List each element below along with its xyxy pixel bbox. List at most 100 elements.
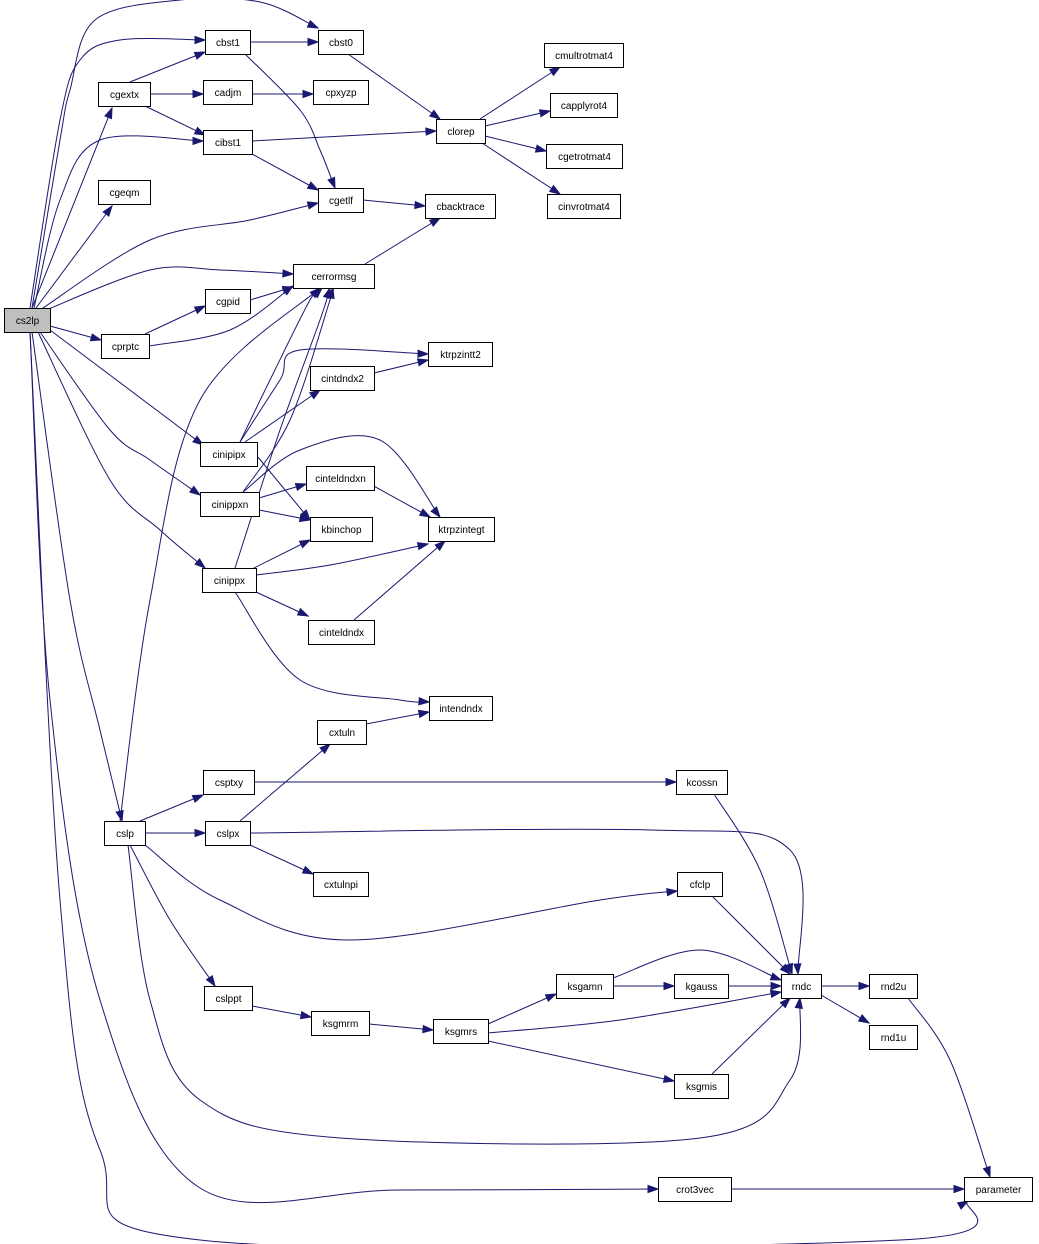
node-clorep[interactable]: clorep xyxy=(436,119,486,144)
node-cinvrotmat4[interactable]: cinvrotmat4 xyxy=(547,194,621,219)
edge-cs2lp-to-cinippxn xyxy=(39,331,202,496)
edge-line xyxy=(244,389,321,443)
node-cxtuln[interactable]: cxtuln xyxy=(317,720,367,745)
node-cgpid[interactable]: cgpid xyxy=(205,289,251,314)
edge-kgauss-to-rndc xyxy=(728,981,783,991)
arrowhead xyxy=(416,358,430,367)
node-kbinchop[interactable]: kbinchop xyxy=(310,517,373,542)
arrowhead xyxy=(538,109,552,118)
node-box xyxy=(308,620,375,645)
arrowhead xyxy=(956,1200,970,1210)
node-csptxy[interactable]: csptxy xyxy=(203,770,255,795)
edge-line xyxy=(249,828,804,975)
arrowhead xyxy=(857,1014,871,1024)
node-cgextx[interactable]: cgextx xyxy=(98,82,151,107)
node-cbacktrace[interactable]: cbacktrace xyxy=(425,194,496,219)
edge-cfclp-to-rndc xyxy=(711,895,792,976)
node-box xyxy=(433,1019,489,1044)
nodes-layer: cs2lp cbst1 cbst0 cgextx cadjm cpxyzp cibst1 cl… xyxy=(4,30,1033,1202)
node-rnd1u[interactable]: rnd1u xyxy=(869,1025,918,1050)
node-cinippx[interactable]: cinippx xyxy=(202,568,257,593)
node-label: cpxyzp xyxy=(325,88,357,99)
edge-cs2lp-to-cprptc xyxy=(49,325,103,342)
node-box xyxy=(677,872,723,897)
arrowhead xyxy=(192,136,205,146)
node-label: cibst1 xyxy=(215,138,242,149)
node-cgeqm[interactable]: cgeqm xyxy=(98,180,151,205)
arrowhead xyxy=(665,777,678,787)
edge-line xyxy=(239,743,331,822)
edge-cslp-to-cslpx xyxy=(145,828,207,838)
node-cintdndx2[interactable]: cintdndx2 xyxy=(310,366,375,391)
arrowhead xyxy=(982,1165,991,1179)
node-cerrormsg[interactable]: cerrormsg xyxy=(293,264,375,289)
node-label: intendndx xyxy=(439,704,482,715)
node-ktrpzintt2[interactable]: ktrpzintt2 xyxy=(428,342,493,367)
node-box xyxy=(658,1177,732,1202)
node-ksgmrs[interactable]: ksgmrs xyxy=(433,1019,489,1044)
edge-ksgmrs-to-ksgmis xyxy=(487,1040,676,1083)
edge-csptxy-to-kcossn xyxy=(254,777,678,787)
node-cslp[interactable]: cslp xyxy=(104,821,146,846)
node-box xyxy=(781,974,822,999)
node-cpxyzp[interactable]: cpxyzp xyxy=(313,80,369,105)
node-cprptc[interactable]: cprptc xyxy=(101,334,150,359)
node-ksgmrm[interactable]: ksgmrm xyxy=(311,1011,370,1036)
edge-cadjm-to-cpxyzp xyxy=(252,89,315,99)
edge-cintdndx2-to-ktrpzintt2 xyxy=(373,358,430,374)
edge-line xyxy=(31,0,319,309)
edge-cinipipx-to-cintdndx2 xyxy=(244,389,322,443)
edge-ksgmrm-to-ksgmrs xyxy=(368,1023,435,1034)
arrowhead xyxy=(858,981,871,991)
node-cmultrotmat4[interactable]: cmultrotmat4 xyxy=(544,43,624,68)
node-cfclp[interactable]: cfclp xyxy=(677,872,723,897)
node-kgauss[interactable]: kgauss xyxy=(674,974,729,999)
node-label: cbacktrace xyxy=(436,202,485,213)
arrowhead xyxy=(306,181,320,191)
node-cgetrotmat4[interactable]: cgetrotmat4 xyxy=(546,144,623,169)
node-capplyrot4[interactable]: capplyrot4 xyxy=(550,93,618,118)
node-ksgamn[interactable]: ksgamn xyxy=(556,974,614,999)
node-cbst0[interactable]: cbst0 xyxy=(318,30,364,55)
edge-rnd2u-to-parameter xyxy=(907,997,991,1179)
node-cgetlf[interactable]: cgetlf xyxy=(318,188,364,213)
edge-cxtuln-to-intendndx xyxy=(365,709,431,725)
node-label: cxtulnpi xyxy=(324,880,358,891)
node-rndc[interactable]: rndc xyxy=(781,974,822,999)
node-box xyxy=(544,43,624,68)
node-box xyxy=(428,517,495,542)
arrowhead xyxy=(663,981,676,991)
node-label: clorep xyxy=(447,127,475,138)
node-cxtulnpi[interactable]: cxtulnpi xyxy=(313,872,369,897)
node-box xyxy=(98,180,151,205)
node-ksgmis[interactable]: ksgmis xyxy=(674,1074,729,1099)
node-parameter[interactable]: parameter xyxy=(964,1177,1033,1202)
edge-line xyxy=(144,844,678,941)
arrowhead xyxy=(779,996,792,1009)
node-cinteldndxn[interactable]: cinteldndxn xyxy=(306,466,375,491)
edge-line xyxy=(347,53,441,120)
edge-line xyxy=(239,348,429,443)
node-cslppt[interactable]: cslppt xyxy=(204,986,253,1011)
node-cinteldndx[interactable]: cinteldndx xyxy=(308,620,375,645)
node-ktrpzintegt[interactable]: ktrpzintegt xyxy=(428,517,495,542)
node-kcossn[interactable]: kcossn xyxy=(676,770,728,795)
node-rnd2u[interactable]: rnd2u xyxy=(869,974,918,999)
node-cinippxn[interactable]: cinippxn xyxy=(200,492,260,517)
edge-cslp-to-cfclp xyxy=(144,844,679,941)
node-intendndx[interactable]: intendndx xyxy=(429,696,493,721)
edge-ksgmrs-to-ksgamn xyxy=(487,993,558,1025)
edge-ksgmrs-to-rndc xyxy=(487,989,783,1034)
node-cinipipx[interactable]: cinipipx xyxy=(200,442,258,467)
arrowhead xyxy=(102,204,113,217)
node-cadjm[interactable]: cadjm xyxy=(203,80,253,105)
arrowhead xyxy=(193,126,207,136)
node-cslpx[interactable]: cslpx xyxy=(205,821,251,846)
edge-line xyxy=(479,66,561,120)
node-cs2lp[interactable]: cs2lp xyxy=(4,308,51,333)
node-cbst1[interactable]: cbst1 xyxy=(205,30,251,55)
node-crot3vec[interactable]: crot3vec xyxy=(658,1177,732,1202)
edge-crot3vec-to-parameter xyxy=(731,1184,966,1194)
node-cibst1[interactable]: cibst1 xyxy=(203,130,253,155)
edge-line xyxy=(144,305,206,335)
